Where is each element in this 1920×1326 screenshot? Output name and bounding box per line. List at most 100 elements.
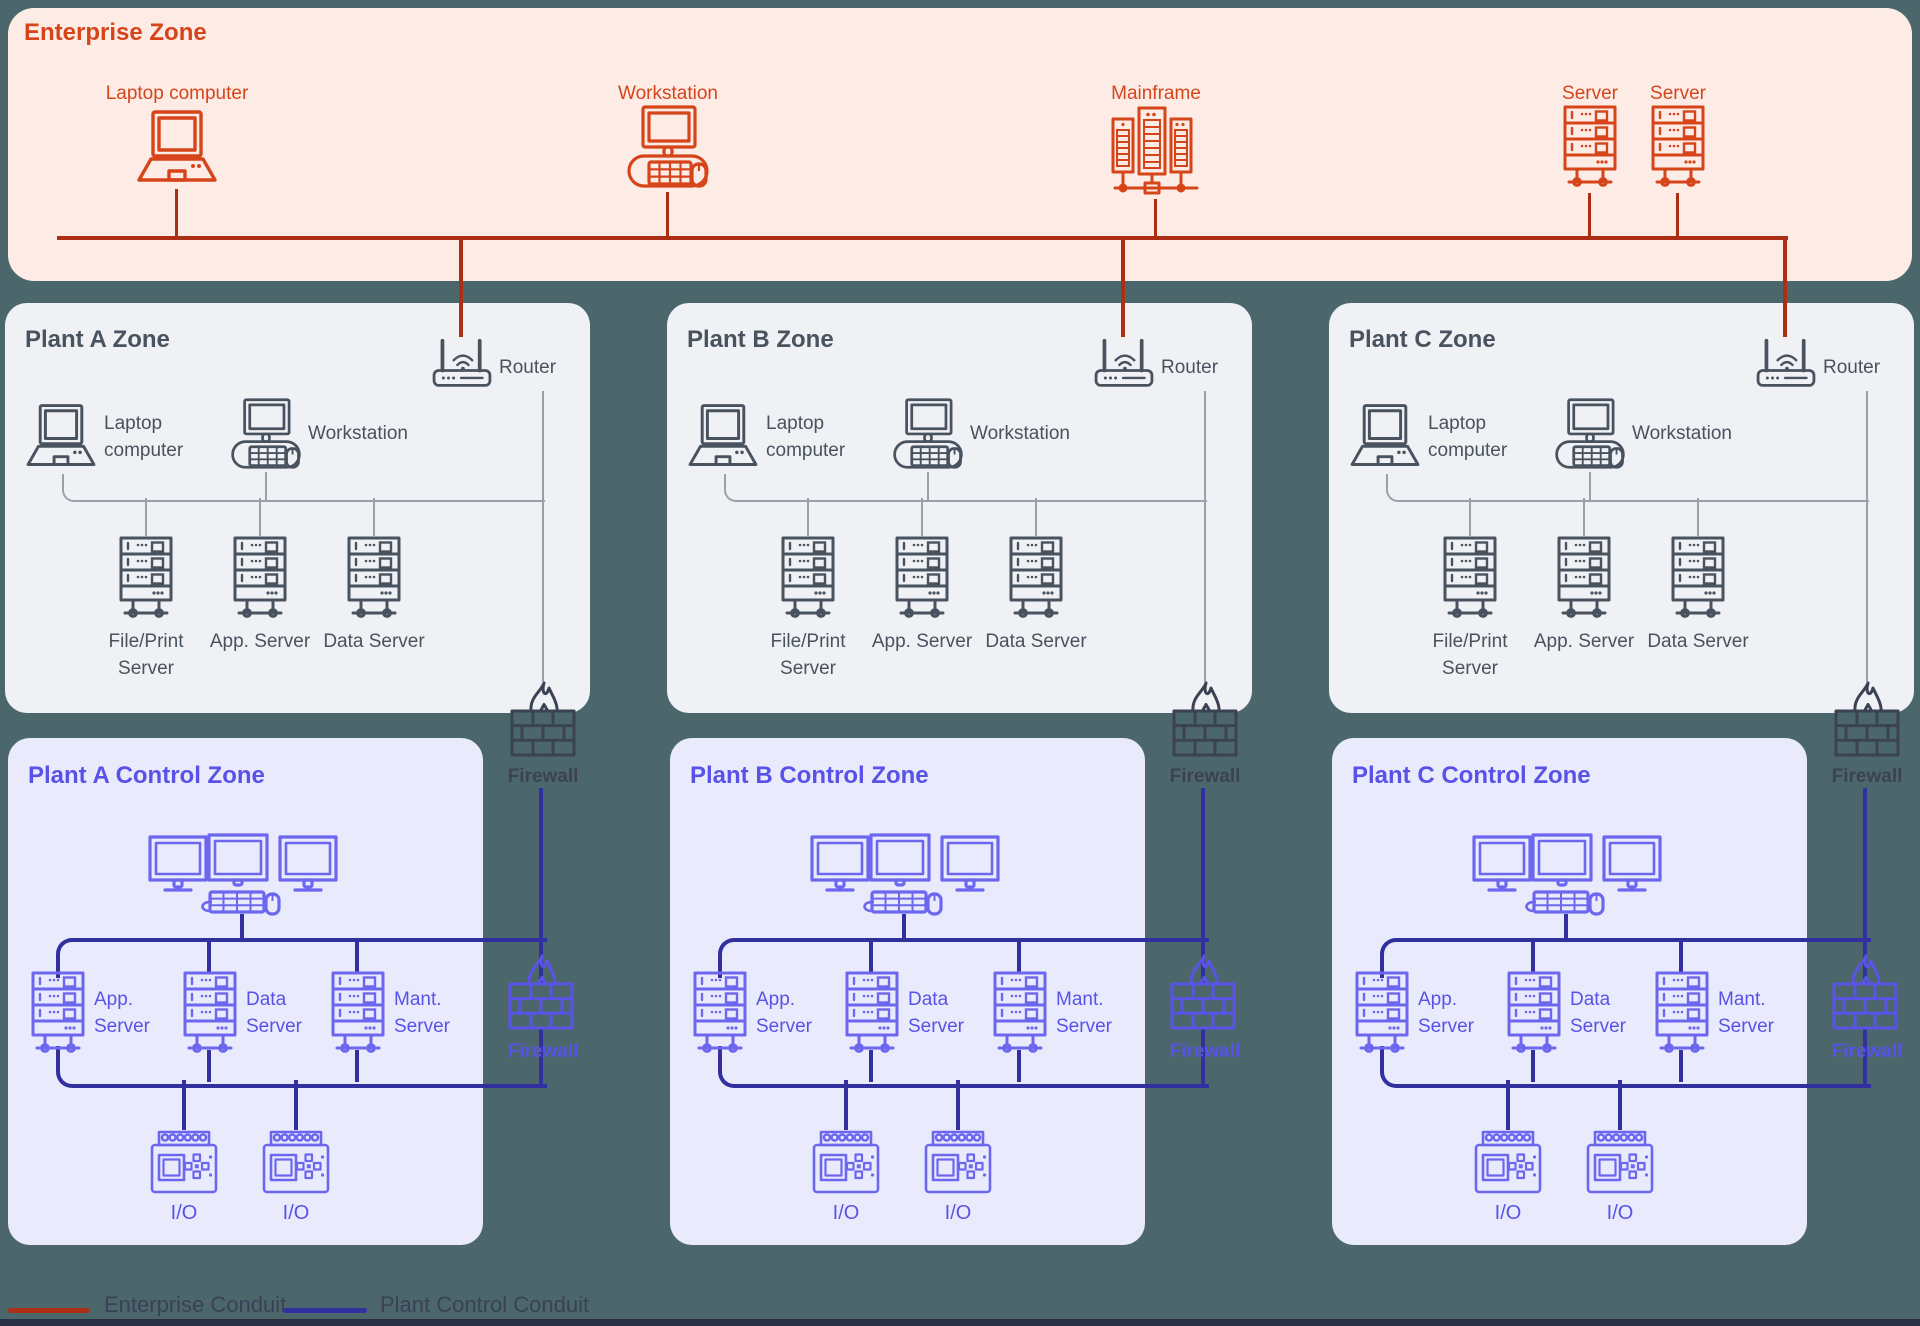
io-label: I/O bbox=[282, 1202, 310, 1224]
firewall-label: Firewall bbox=[1169, 1041, 1241, 1062]
server-icon bbox=[692, 970, 748, 1062]
server-icon bbox=[894, 535, 950, 627]
control-zone-panel bbox=[1332, 738, 1807, 1245]
server-icon bbox=[844, 970, 900, 1062]
control-server-label: App. Server bbox=[94, 989, 150, 1037]
enterprise-mainframe-label: Mainframe bbox=[1111, 83, 1201, 104]
enterprise-zone-panel bbox=[8, 8, 1912, 281]
firewall-label: Firewall bbox=[507, 1041, 579, 1062]
plant-lan-stub bbox=[1469, 498, 1471, 536]
enterprise-workstation-label: Workstation bbox=[618, 83, 718, 104]
control-zone-title: Plant C Control Zone bbox=[1352, 762, 1591, 789]
router-icon bbox=[1756, 337, 1816, 391]
control-server-label: Data Server bbox=[246, 989, 302, 1037]
server-label: File/Print Server bbox=[108, 631, 184, 679]
io-label: I/O bbox=[170, 1202, 198, 1224]
control-server-label: App. Server bbox=[1418, 989, 1474, 1037]
server-icon bbox=[30, 970, 86, 1062]
plant-lan-stub bbox=[927, 472, 929, 500]
plant-lan-stub bbox=[921, 498, 923, 536]
router-to-firewall-line bbox=[1204, 391, 1206, 682]
control-zone-title: Plant A Control Zone bbox=[28, 762, 265, 789]
plant-lan-stub bbox=[145, 498, 147, 536]
io-label: I/O bbox=[1606, 1202, 1634, 1224]
workstation-icon bbox=[1554, 398, 1626, 475]
hmi-icon bbox=[810, 830, 1000, 916]
plant-control-conduit bbox=[1863, 788, 1867, 1086]
plant-zone-title: Plant C Zone bbox=[1349, 326, 1496, 353]
plant-zone-title: Plant A Zone bbox=[25, 326, 170, 353]
server-label: File/Print Server bbox=[770, 631, 846, 679]
workstation-icon bbox=[230, 398, 302, 475]
plant-lan-bus bbox=[62, 474, 545, 502]
enterprise-server2-label: Server bbox=[1650, 83, 1706, 104]
control-conduit-stub bbox=[294, 1080, 298, 1130]
io-module-icon bbox=[1474, 1130, 1542, 1194]
laptop-label: Laptop computer bbox=[1428, 413, 1508, 461]
enterprise-conduit-stub bbox=[1588, 193, 1591, 237]
firewall-label: Firewall bbox=[507, 766, 579, 787]
control-conduit-stub bbox=[1017, 938, 1021, 972]
router-icon bbox=[432, 337, 492, 391]
plant-zone-panel bbox=[667, 303, 1252, 713]
workstation-icon bbox=[892, 398, 964, 475]
server-icon bbox=[232, 535, 288, 627]
control-conduit-bottom-bus bbox=[718, 1046, 1209, 1088]
plant-zone-title: Plant B Zone bbox=[687, 326, 834, 353]
router-label: Router bbox=[1823, 357, 1881, 378]
plant-lan-bus bbox=[1386, 474, 1869, 502]
plant-c-section: Plant C Zone Router Laptop computer Work… bbox=[1324, 0, 1920, 1326]
legend-plant-control-conduit-swatch bbox=[283, 1308, 367, 1313]
plant-lan-stub bbox=[1583, 498, 1585, 536]
hmi-icon bbox=[1472, 830, 1662, 916]
io-module-icon bbox=[150, 1130, 218, 1194]
router-to-firewall-line bbox=[542, 391, 544, 682]
server-icon bbox=[1556, 535, 1612, 627]
hmi-icon bbox=[148, 830, 338, 916]
enterprise-zone-title: Enterprise Zone bbox=[24, 19, 207, 46]
control-conduit-stub bbox=[869, 938, 873, 972]
legend-enterprise-conduit-label: Enterprise Conduit bbox=[104, 1292, 287, 1317]
router-label: Router bbox=[499, 357, 557, 378]
control-conduit-stub bbox=[1618, 1080, 1622, 1130]
control-zone-panel bbox=[670, 738, 1145, 1245]
plant-zone-panel bbox=[5, 303, 590, 713]
firewall-icon bbox=[508, 680, 578, 758]
server-label: App. Server bbox=[1533, 631, 1635, 652]
enterprise-conduit-stub bbox=[666, 192, 669, 237]
control-conduit-stub bbox=[355, 1050, 359, 1082]
control-conduit-top-bus bbox=[1380, 938, 1871, 978]
laptop-label: Laptop computer bbox=[104, 413, 184, 461]
server-label: App. Server bbox=[209, 631, 311, 652]
control-conduit-stub bbox=[902, 914, 906, 940]
io-label: I/O bbox=[1494, 1202, 1522, 1224]
control-conduit-stub bbox=[844, 1080, 848, 1130]
enterprise-conduit-bus bbox=[57, 236, 1788, 240]
io-module-icon bbox=[812, 1130, 880, 1194]
control-server-label: Mant. Server bbox=[1056, 989, 1112, 1037]
enterprise-conduit-stub bbox=[175, 189, 178, 237]
router-to-firewall-line bbox=[1866, 391, 1868, 682]
enterprise-server1-label: Server bbox=[1562, 83, 1618, 104]
firewall-icon bbox=[1832, 680, 1902, 758]
control-server-label: Mant. Server bbox=[394, 989, 450, 1037]
server-label: App. Server bbox=[871, 631, 973, 652]
plant-lan-stub bbox=[265, 472, 267, 500]
plant-lan-stub bbox=[259, 498, 261, 536]
workstation-label: Workstation bbox=[1632, 423, 1732, 444]
control-conduit-stub bbox=[956, 1080, 960, 1130]
server-icon bbox=[346, 535, 402, 627]
server-icon bbox=[1008, 535, 1064, 627]
enterprise-conduit-drop bbox=[1783, 236, 1787, 337]
firewall-icon bbox=[1830, 953, 1900, 1031]
plant-lan-stub bbox=[1697, 498, 1699, 536]
control-conduit-top-bus bbox=[56, 938, 547, 978]
control-server-label: App. Server bbox=[756, 989, 812, 1037]
plant-lan-stub bbox=[373, 498, 375, 536]
control-conduit-stub bbox=[1531, 938, 1535, 972]
laptop-icon bbox=[684, 402, 762, 475]
server-icon bbox=[330, 970, 386, 1062]
server-label: File/Print Server bbox=[1432, 631, 1508, 679]
firewall-label: Firewall bbox=[1831, 766, 1903, 787]
